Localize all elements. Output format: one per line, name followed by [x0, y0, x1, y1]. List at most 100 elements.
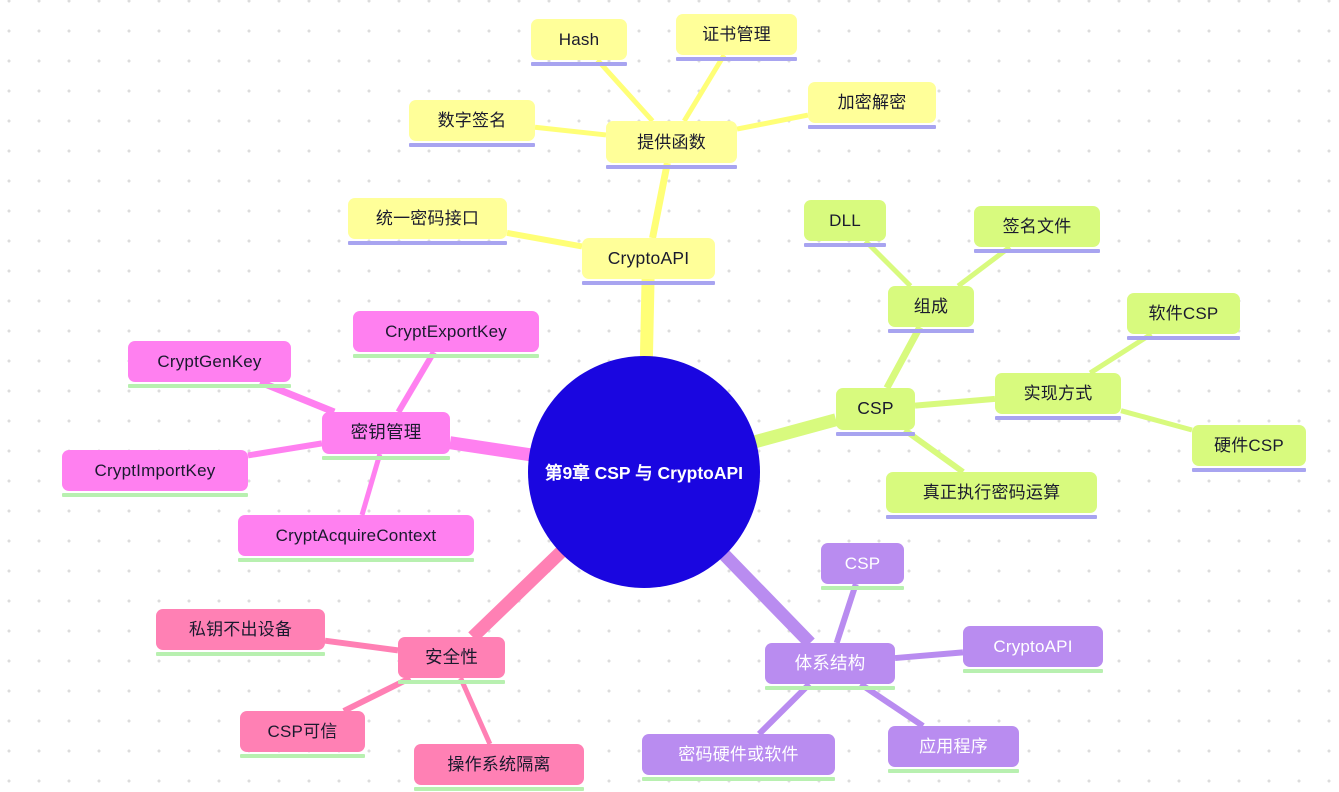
- mindmap-node-label-sign-file: 签名文件: [1002, 217, 1072, 236]
- mindmap-node-label-arch-hw-sw: 密码硬件或软件: [678, 745, 799, 764]
- mindmap-node-arch-app[interactable]: 应用程序: [888, 726, 1019, 773]
- node-underline-sign-file: [974, 249, 1100, 253]
- node-underline-privkey-stays: [156, 652, 325, 656]
- node-underline-crypt-gen-key: [128, 384, 291, 388]
- mindmap-node-label-unified-api: 统一密码接口: [375, 209, 480, 228]
- node-underline-encrypt-decrypt: [808, 125, 936, 129]
- node-underline-cert-manage: [676, 57, 797, 61]
- node-underline-digital-sign: [409, 143, 535, 147]
- mindmap-node-arch-csp[interactable]: CSP: [821, 543, 904, 590]
- node-underline-arch-cryptoapi: [963, 669, 1103, 673]
- edge-csp-to-real-crypto-op: [902, 427, 965, 475]
- node-underline-crypt-export-key: [353, 354, 539, 358]
- mindmap-node-security[interactable]: 安全性: [398, 637, 505, 684]
- mindmap-node-label-hard-csp: 硬件CSP: [1214, 436, 1284, 455]
- mindmap-node-label-cryptoapi: CryptoAPI: [607, 247, 690, 268]
- mindmap-node-arch-cryptoapi[interactable]: CryptoAPI: [963, 626, 1103, 673]
- edge-cryptoapi-to-unified-api: [506, 229, 583, 250]
- mindmap-node-arch-hw-sw[interactable]: 密码硬件或软件: [642, 734, 835, 781]
- node-underline-crypt-acquire-ctx: [238, 558, 474, 562]
- node-underline-impl-method: [995, 416, 1121, 420]
- node-underline-security: [398, 680, 505, 684]
- mindmap-node-label-impl-method: 实现方式: [1023, 384, 1093, 403]
- mindmap-node-label-architecture: 体系结构: [794, 652, 866, 673]
- edge-composition-to-dll: [863, 239, 913, 288]
- mindmap-node-label-provide-fn: 提供函数: [637, 132, 706, 152]
- mindmap-node-hash[interactable]: Hash: [531, 19, 627, 66]
- mindmap-node-crypt-acquire-ctx[interactable]: CryptAcquireContext: [238, 515, 474, 562]
- node-underline-cryptoapi: [582, 281, 715, 285]
- edge-provide-fn-to-hash: [595, 58, 655, 123]
- node-underline-arch-hw-sw: [642, 777, 835, 781]
- edge-architecture-to-arch-cryptoapi: [894, 649, 964, 662]
- mindmap-node-crypt-export-key[interactable]: CryptExportKey: [353, 311, 539, 358]
- mindmap-node-label-digital-sign: 数字签名: [437, 111, 507, 130]
- mindmap-node-label-arch-cryptoapi: CryptoAPI: [993, 637, 1073, 656]
- mindmap-node-cryptoapi[interactable]: CryptoAPI: [582, 238, 715, 285]
- mindmap-node-label-csp-trusted: CSP可信: [267, 722, 338, 741]
- mindmap-node-label-hash: Hash: [558, 30, 600, 49]
- mindmap-node-cert-manage[interactable]: 证书管理: [676, 14, 797, 61]
- mindmap-node-label-privkey-stays: 私钥不出设备: [188, 620, 293, 639]
- edge-root-to-cryptoapi: [639, 278, 655, 359]
- mindmap-node-crypt-gen-key[interactable]: CryptGenKey: [128, 341, 291, 388]
- node-underline-os-isolation: [414, 787, 584, 791]
- node-underline-key-management: [322, 456, 450, 460]
- node-underline-crypt-import-key: [62, 493, 248, 497]
- node-underline-soft-csp: [1127, 336, 1240, 340]
- mindmap-node-label-crypt-acquire-ctx: CryptAcquireContext: [275, 526, 437, 545]
- root-node[interactable]: 第9章 CSP 与 CryptoAPI: [528, 356, 760, 588]
- mindmap-node-unified-api[interactable]: 统一密码接口: [348, 198, 507, 245]
- mindmap-node-architecture[interactable]: 体系结构: [765, 643, 895, 690]
- edge-architecture-to-arch-csp: [833, 583, 859, 644]
- mindmap-node-privkey-stays[interactable]: 私钥不出设备: [156, 609, 325, 656]
- root-node-label: 第9章 CSP 与 CryptoAPI: [544, 462, 744, 483]
- mindmap-node-crypt-import-key[interactable]: CryptImportKey: [62, 450, 248, 497]
- mindmap-node-label-soft-csp: 软件CSP: [1148, 304, 1219, 323]
- mindmap-node-hard-csp[interactable]: 硬件CSP: [1192, 425, 1306, 472]
- mindmap-node-label-csp: CSP: [857, 398, 894, 419]
- edge-root-to-security: [468, 546, 567, 642]
- node-underline-provide-fn: [606, 165, 737, 169]
- mindmap-node-label-crypt-gen-key: CryptGenKey: [157, 352, 262, 371]
- node-underline-unified-api: [348, 241, 507, 245]
- mindmap-node-label-cert-manage: 证书管理: [702, 25, 771, 44]
- mindmap-node-real-crypto-op[interactable]: 真正执行密码运算: [886, 472, 1097, 519]
- edge-architecture-to-arch-hw-sw: [756, 681, 812, 737]
- mindmap-node-csp[interactable]: CSP: [836, 388, 915, 436]
- edge-root-to-key-management: [449, 436, 533, 462]
- edge-impl-method-to-hard-csp: [1120, 408, 1193, 433]
- mindmap-node-label-crypt-import-key: CryptImportKey: [94, 461, 216, 480]
- mindmap-node-digital-sign[interactable]: 数字签名: [409, 100, 535, 147]
- mindmap-node-os-isolation[interactable]: 操作系统隔离: [414, 744, 584, 791]
- mindmap-node-label-security: 安全性: [424, 646, 479, 667]
- edge-provide-fn-to-digital-sign: [534, 124, 607, 138]
- edge-security-to-os-isolation: [458, 676, 493, 746]
- node-underline-arch-app: [888, 769, 1019, 773]
- mindmap-node-label-arch-csp: CSP: [844, 554, 881, 573]
- node-underline-hard-csp: [1192, 468, 1306, 472]
- edge-key-management-to-crypt-acquire-ctx: [359, 453, 383, 516]
- mindmap-node-composition[interactable]: 组成: [888, 286, 974, 333]
- mindmap-node-impl-method[interactable]: 实现方式: [995, 373, 1121, 420]
- mindmap-node-dll[interactable]: DLL: [804, 200, 886, 247]
- mindmap-node-label-crypt-export-key: CryptExportKey: [385, 322, 507, 341]
- node-underline-dll: [804, 243, 886, 247]
- mindmap-node-csp-trusted[interactable]: CSP可信: [240, 711, 365, 758]
- mindmap-node-key-management[interactable]: 密钥管理: [322, 412, 450, 460]
- mindmap-node-label-real-crypto-op: 真正执行密码运算: [922, 483, 1061, 502]
- edge-csp-to-composition: [883, 325, 923, 390]
- mindmap-node-provide-fn[interactable]: 提供函数: [606, 121, 737, 169]
- mindmap-node-label-key-management: 密钥管理: [350, 422, 422, 443]
- edge-csp-to-impl-method: [914, 395, 996, 409]
- edge-provide-fn-to-cert-manage: [682, 53, 727, 123]
- mindmap-node-label-arch-app: 应用程序: [919, 737, 988, 756]
- edge-root-to-architecture: [718, 549, 815, 648]
- node-underline-real-crypto-op: [886, 515, 1097, 519]
- mindmap-node-soft-csp[interactable]: 软件CSP: [1127, 293, 1240, 340]
- mindmap-node-sign-file[interactable]: 签名文件: [974, 206, 1100, 253]
- edge-root-to-csp: [752, 413, 838, 449]
- node-underline-csp-trusted: [240, 754, 365, 758]
- mindmap-node-encrypt-decrypt[interactable]: 加密解密: [808, 82, 936, 129]
